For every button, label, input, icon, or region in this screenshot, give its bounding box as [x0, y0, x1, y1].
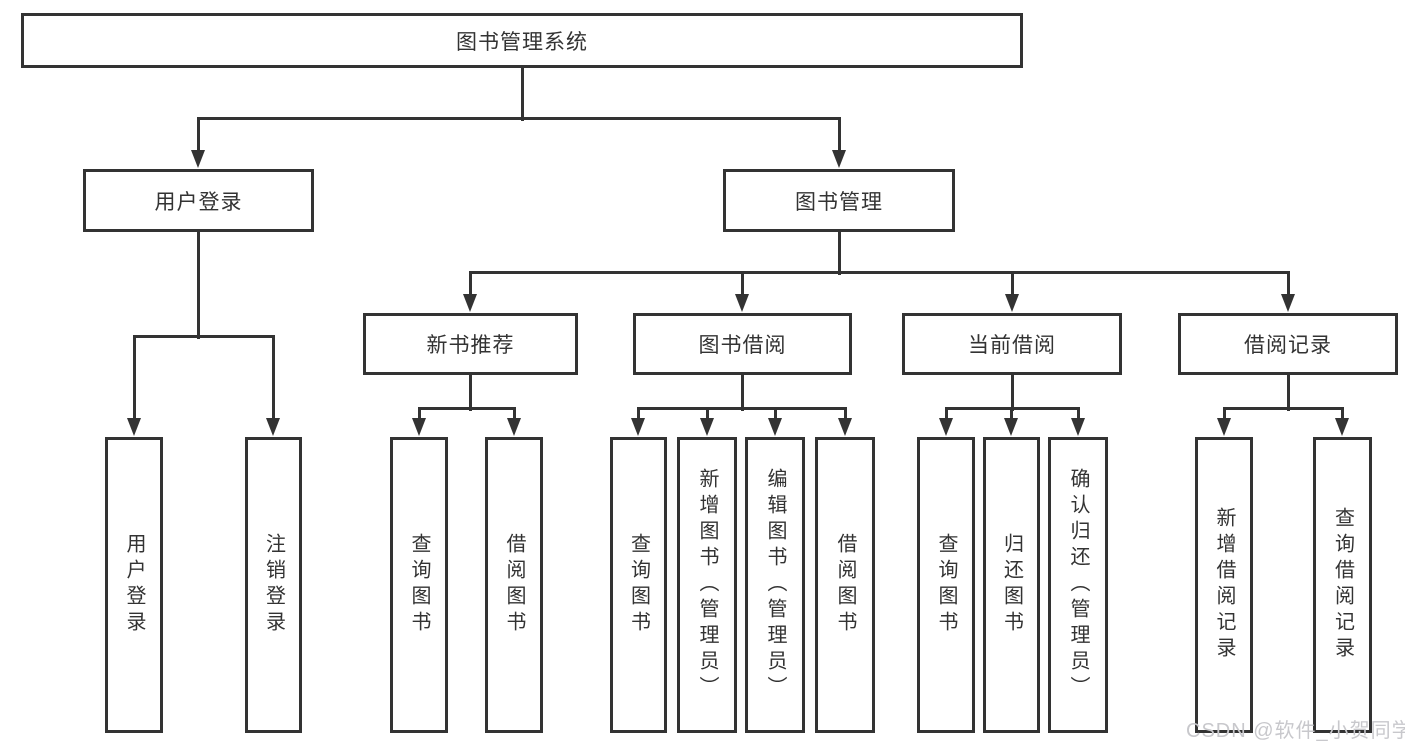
edge-drop-line	[468, 272, 472, 296]
node-leaf-edit-books-admin: 编辑图书（管理员）	[745, 437, 805, 733]
edge-drop-line	[1010, 272, 1014, 296]
edge-drop-line	[773, 408, 777, 420]
edge-drop-line	[740, 272, 744, 296]
edge-drop-line	[705, 408, 709, 420]
node-library-management-system: 图书管理系统	[21, 13, 1023, 68]
edge-stub-line	[837, 232, 841, 275]
arrow-down-icon	[412, 418, 426, 436]
node-leaf-user-login: 用户登录	[105, 437, 163, 733]
arrow-down-icon	[768, 418, 782, 436]
csdn-watermark: CSDN @软件_小贺同学	[1186, 720, 1405, 742]
edge-horizontal-line	[196, 116, 841, 120]
node-leaf-add-borrow-record: 新增借阅记录	[1195, 437, 1253, 733]
edge-drop-line	[417, 408, 421, 420]
arrow-down-icon	[507, 418, 521, 436]
edge-drop-line	[1222, 408, 1226, 420]
edge-drop-line	[1286, 272, 1290, 296]
edge-horizontal-line	[636, 406, 847, 410]
edge-drop-line	[944, 408, 948, 420]
edge-drop-line	[636, 408, 640, 420]
edge-stub-line	[196, 232, 200, 339]
arrow-down-icon	[1005, 294, 1019, 312]
edge-stub-line	[520, 68, 524, 121]
arrow-down-icon	[1004, 418, 1018, 436]
node-leaf-query-books-borrow: 查询图书	[610, 437, 667, 733]
node-current-borrow: 当前借阅	[902, 313, 1122, 375]
arrow-down-icon	[127, 418, 141, 436]
edge-stub-line	[1010, 375, 1014, 411]
edge-drop-line	[196, 118, 200, 152]
arrow-down-icon	[1335, 418, 1349, 436]
edge-stub-line	[740, 375, 744, 411]
edge-drop-line	[271, 336, 275, 420]
node-book-borrow: 图书借阅	[633, 313, 852, 375]
edge-drop-line	[1009, 408, 1013, 420]
arrow-down-icon	[1217, 418, 1231, 436]
node-leaf-return-books: 归还图书	[983, 437, 1040, 733]
node-user-login: 用户登录	[83, 169, 314, 232]
arrow-down-icon	[1071, 418, 1085, 436]
arrow-down-icon	[191, 150, 205, 168]
arrow-down-icon	[939, 418, 953, 436]
edge-horizontal-line	[1222, 406, 1344, 410]
edge-stub-line	[1286, 375, 1290, 411]
edge-drop-line	[132, 336, 136, 420]
edge-stub-line	[468, 375, 472, 411]
arrow-down-icon	[700, 418, 714, 436]
edge-horizontal-line	[132, 334, 275, 338]
edge-horizontal-line	[417, 406, 516, 410]
node-leaf-borrow-books-recommend: 借阅图书	[485, 437, 543, 733]
node-leaf-logout: 注销登录	[245, 437, 302, 733]
edge-drop-line	[512, 408, 516, 420]
arrow-down-icon	[735, 294, 749, 312]
node-leaf-query-books-recommend: 查询图书	[390, 437, 448, 733]
arrow-down-icon	[266, 418, 280, 436]
node-leaf-add-books-admin: 新增图书（管理员）	[677, 437, 737, 733]
node-new-book-recommend: 新书推荐	[363, 313, 578, 375]
node-leaf-query-books-current: 查询图书	[917, 437, 975, 733]
node-borrow-records: 借阅记录	[1178, 313, 1398, 375]
arrow-down-icon	[1281, 294, 1295, 312]
arrow-down-icon	[832, 150, 846, 168]
edge-drop-line	[843, 408, 847, 420]
edge-drop-line	[837, 118, 841, 152]
node-book-management: 图书管理	[723, 169, 955, 232]
arrow-down-icon	[838, 418, 852, 436]
edge-horizontal-line	[468, 270, 1290, 274]
edge-drop-line	[1340, 408, 1344, 420]
node-leaf-query-borrow-record: 查询借阅记录	[1313, 437, 1372, 733]
edge-drop-line	[1076, 408, 1080, 420]
arrow-down-icon	[631, 418, 645, 436]
node-leaf-borrow-books: 借阅图书	[815, 437, 875, 733]
node-leaf-confirm-return-admin: 确认归还（管理员）	[1048, 437, 1108, 733]
arrow-down-icon	[463, 294, 477, 312]
